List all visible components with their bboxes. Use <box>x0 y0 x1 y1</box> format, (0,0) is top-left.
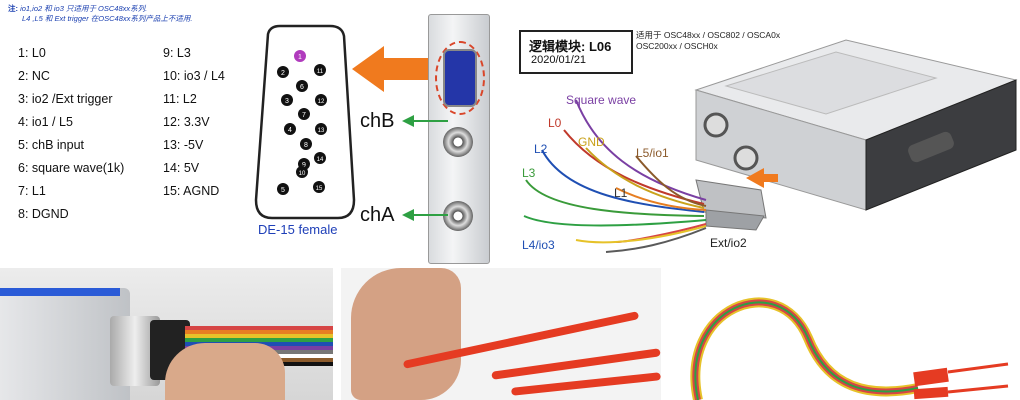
pin-15: 15 <box>313 181 325 193</box>
cha-label: chA <box>360 204 395 226</box>
plug-arrow-icon <box>746 168 778 188</box>
wire-extra-2 <box>605 227 707 253</box>
pin-desc-13: 13: -5V <box>163 138 204 152</box>
ribbon-wires <box>523 99 707 253</box>
pin-desc-2: 2: NC <box>18 69 50 83</box>
pin-desc-3: 3: io2 /Ext trigger <box>18 92 113 106</box>
cha-arrow-icon <box>402 209 448 221</box>
device-bnc-1 <box>703 112 729 138</box>
photo-probe-clips <box>341 268 661 400</box>
wire-square-wave <box>575 99 707 201</box>
pin-11: 11 <box>314 64 326 76</box>
label-l1: L1 <box>614 186 628 200</box>
pin-9-label: 9 <box>302 162 306 169</box>
pin-11-label: 11 <box>317 69 324 75</box>
pin-desc-14: 14: 5V <box>163 161 200 175</box>
logic-module-illustration <box>523 39 1018 253</box>
connector-caption: DE-15 female <box>258 222 338 237</box>
pin-desc-10: 10: io3 / L4 <box>163 69 225 83</box>
pin-desc-1: 1: L0 <box>18 46 46 60</box>
pin-14: 14 <box>314 152 326 164</box>
pin-desc-7: 7: L1 <box>18 184 46 198</box>
pin-5-label: 5 <box>281 187 285 194</box>
label-l5-io1: L5/io1 <box>636 146 669 160</box>
pin-12-label: 12 <box>318 99 325 105</box>
db-plug <box>695 179 767 231</box>
highlight-circle <box>435 41 485 115</box>
note-label: 注: <box>8 4 18 13</box>
wire-l5-io1 <box>635 155 707 207</box>
pin-desc-8: 8: DGND <box>18 207 69 221</box>
pin-8: 8 <box>300 138 312 150</box>
module-date: 2020/01/21 <box>531 54 587 66</box>
note-line-1: io1,io2 和 io3 只适用于 OSC48xx系列. <box>20 4 148 13</box>
pin-10: 10 <box>296 166 308 178</box>
photo-hand <box>165 343 285 400</box>
pin-desc-11: 11: L2 <box>163 92 197 106</box>
pin-1: 1 <box>294 50 306 62</box>
pin-desc-9: 9: L3 <box>163 46 191 60</box>
photo-plug-connection <box>0 268 333 400</box>
pin-3-label: 3 <box>285 98 289 105</box>
pin-desc-12: 12: 3.3V <box>163 115 210 129</box>
compat-line-1: 适用于 OSC48xx / OSC802 / OSCA0x <box>636 30 781 40</box>
pin-desc-5: 5: chB input <box>18 138 85 152</box>
pin-8-label: 8 <box>304 142 308 149</box>
device-body <box>694 39 1018 211</box>
pin-13: 13 <box>315 123 327 135</box>
de15-connector-diagram: 1 2 3 4 5 6 7 8 9 10 11 12 13 14 15 <box>254 24 356 220</box>
pin-4: 4 <box>284 123 296 135</box>
label-ext-io2: Ext/io2 <box>710 236 747 250</box>
photo-clip-3 <box>510 372 661 396</box>
pin-2: 2 <box>277 66 289 78</box>
pin-4-label: 4 <box>288 127 292 134</box>
photo-wire-loop <box>668 268 1020 400</box>
module-title: 逻辑模块: L06 <box>529 39 612 54</box>
photo-fingers <box>351 268 461 400</box>
pin-7-label: 7 <box>302 112 306 119</box>
label-l2: L2 <box>534 142 548 156</box>
label-l3: L3 <box>522 166 536 180</box>
label-l4-io3: L4/io3 <box>522 238 555 252</box>
pin-5: 5 <box>277 183 289 195</box>
pin-desc-4: 4: io1 / L5 <box>18 115 73 129</box>
compat-line-2: OSC200xx / OSCH0x <box>636 41 718 51</box>
photo-wire-loop-drawing <box>690 297 1009 400</box>
device-bnc-2 <box>733 145 759 171</box>
wire-l1 <box>615 187 707 211</box>
compat-text: 适用于 OSC48xx / OSC802 / OSCA0x OSC200xx /… <box>636 30 780 52</box>
pin-15-label: 15 <box>316 186 323 192</box>
label-l0: L0 <box>548 116 562 130</box>
note-line-2: L4 ,L5 和 Ext trigger 在OSC48xx系列产品上不适用. <box>22 14 193 23</box>
photo-device <box>0 288 130 400</box>
vga-port <box>443 49 477 107</box>
pin-12: 12 <box>315 94 327 106</box>
bnc-port-chb <box>443 127 473 157</box>
pin-6: 6 <box>296 80 308 92</box>
photo-device-stripe <box>0 288 120 296</box>
pin-3: 3 <box>281 94 293 106</box>
module-stamp: 逻辑模块: L06 2020/01/21 <box>519 30 633 74</box>
pin-13-label: 13 <box>318 128 325 134</box>
pin-desc-15: 15: AGND <box>163 184 220 198</box>
orange-arrow-icon <box>352 46 432 92</box>
label-gnd: GND <box>578 135 605 149</box>
wire-l2 <box>541 149 705 213</box>
pin-7: 7 <box>298 108 310 120</box>
instrument-panel <box>428 14 490 264</box>
wire-gnd <box>585 147 705 209</box>
wire-l3 <box>525 179 705 217</box>
pin-2-label: 2 <box>281 70 285 77</box>
pin-1-label: 1 <box>298 54 302 61</box>
pin-6-label: 6 <box>300 84 304 91</box>
chb-label: chB <box>360 110 395 132</box>
pin-10-label: 10 <box>299 171 306 177</box>
label-square-wave: Square wave <box>566 93 637 107</box>
wire-l4-io3 <box>523 215 707 227</box>
pin-desc-6: 6: square wave(1k) <box>18 161 125 175</box>
wire-extra-1 <box>575 225 707 244</box>
compatibility-note: 注: io1,io2 和 io3 只适用于 OSC48xx系列. L4 ,L5 … <box>8 4 192 24</box>
pin-14-label: 14 <box>317 157 324 163</box>
chb-arrow-icon <box>402 115 448 127</box>
